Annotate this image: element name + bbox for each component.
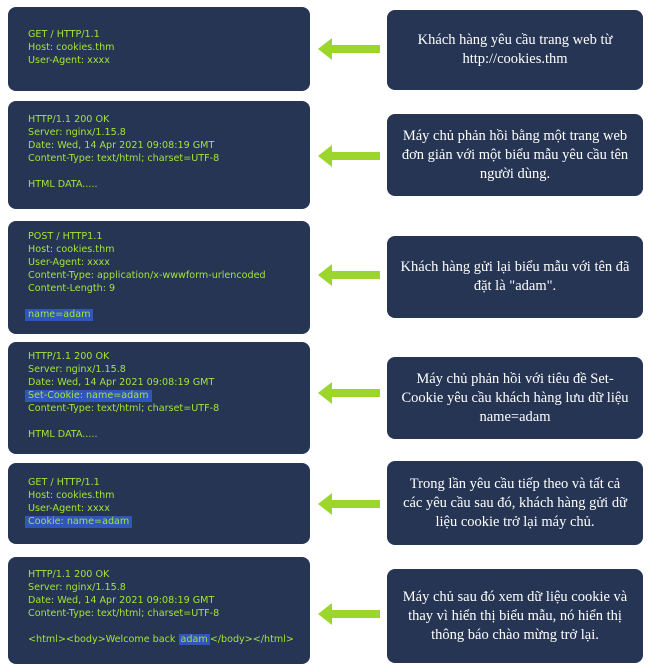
code-line: Content-Type: text/html; charset=UTF-8 — [28, 403, 220, 414]
code-line: Server: nginx/1.15.8 — [28, 127, 126, 138]
code-line: Content-Type: text/html; charset=UTF-8 — [28, 608, 220, 619]
code-line: POST / HTTP1.1 — [28, 231, 103, 242]
description-text: Máy chủ phản hồi bằng một trang web đơn … — [401, 127, 629, 182]
code-line: Host: cookies.thm — [28, 42, 115, 53]
highlighted-name: adam — [178, 634, 210, 645]
code-line: Date: Wed, 14 Apr 2021 09:08:19 GMT — [28, 140, 215, 151]
code-line: Host: cookies.thm — [28, 244, 115, 255]
arrow-left-icon — [318, 382, 380, 404]
code-line: User-Agent: xxxx — [28, 55, 110, 66]
description-box-5: Trong lần yêu cầu tiếp theo và tất cả cá… — [387, 461, 643, 545]
code-line: Content-Type: text/html; charset=UTF-8 — [28, 153, 220, 164]
code-line: GET / HTTP/1.1 — [28, 29, 100, 40]
code-line: Content-Type: application/x-wwwform-urle… — [28, 270, 266, 281]
description-box-2: Máy chủ phản hồi bằng một trang web đơn … — [387, 114, 643, 196]
arrow-left-icon — [318, 603, 380, 625]
response-box-4: HTTP/1.1 200 OK Server: nginx/1.15.8 Dat… — [8, 342, 310, 454]
code-line: User-Agent: xxxx — [28, 503, 110, 514]
request-box-1: GET / HTTP/1.1 Host: cookies.thm User-Ag… — [8, 7, 310, 91]
code-line: HTTP/1.1 200 OK — [28, 114, 110, 125]
highlighted-cookie-line: Cookie: name=adam — [25, 516, 133, 528]
response-box-6: HTTP/1.1 200 OK Server: nginx/1.15.8 Dat… — [8, 557, 310, 664]
response-box-2: HTTP/1.1 200 OK Server: nginx/1.15.8 Dat… — [8, 101, 310, 209]
request-box-5: GET / HTTP/1.1 Host: cookies.thm User-Ag… — [8, 463, 310, 544]
arrow-left-icon — [318, 145, 380, 167]
highlighted-header-line: Set-Cookie: name=adam — [25, 390, 152, 402]
html-line-after: </body></html> — [209, 634, 294, 645]
code-line: HTTP/1.1 200 OK — [28, 351, 110, 362]
description-text: Trong lần yêu cầu tiếp theo và tất cả cá… — [403, 475, 627, 530]
code-line: Host: cookies.thm — [28, 490, 115, 501]
code-line: GET / HTTP/1.1 — [28, 477, 100, 488]
code-line: Server: nginx/1.15.8 — [28, 364, 126, 375]
code-line: Content-Length: 9 — [28, 283, 116, 294]
description-text: Khách hàng yêu cầu trang web từ http://c… — [417, 32, 613, 67]
code-line: Date: Wed, 14 Apr 2021 09:08:19 GMT — [28, 377, 215, 388]
arrow-left-icon — [318, 38, 380, 60]
highlighted-body-line: name=adam — [25, 309, 94, 321]
arrow-left-icon — [318, 493, 380, 515]
html-body-line: <html><body>Welcome back adam</body></ht… — [28, 634, 294, 646]
code-line: Server: nginx/1.15.8 — [28, 582, 126, 593]
description-box-3: Khách hàng gửi lại biểu mẫu với tên đã đ… — [387, 236, 643, 318]
html-line-before: <html><body>Welcome back — [28, 634, 179, 645]
request-box-3: POST / HTTP1.1 Host: cookies.thm User-Ag… — [8, 221, 310, 334]
arrow-left-icon — [318, 264, 380, 286]
code-line: HTML DATA..... — [28, 179, 98, 190]
description-text: Khách hàng gửi lại biểu mẫu với tên đã đ… — [400, 259, 630, 294]
description-text: Máy chủ sau đó xem dữ liệu cookie và tha… — [402, 588, 628, 643]
code-line: HTML DATA..... — [28, 429, 98, 440]
description-box-6: Máy chủ sau đó xem dữ liệu cookie và tha… — [387, 569, 643, 663]
description-box-4: Máy chủ phản hồi với tiêu đề Set-Cookie … — [387, 357, 643, 439]
description-box-1: Khách hàng yêu cầu trang web từ http://c… — [387, 10, 643, 90]
code-line: Date: Wed, 14 Apr 2021 09:08:19 GMT — [28, 595, 215, 606]
code-line: User-Agent: xxxx — [28, 257, 110, 268]
description-text: Máy chủ phản hồi với tiêu đề Set-Cookie … — [401, 370, 629, 425]
code-line: HTTP/1.1 200 OK — [28, 569, 110, 580]
